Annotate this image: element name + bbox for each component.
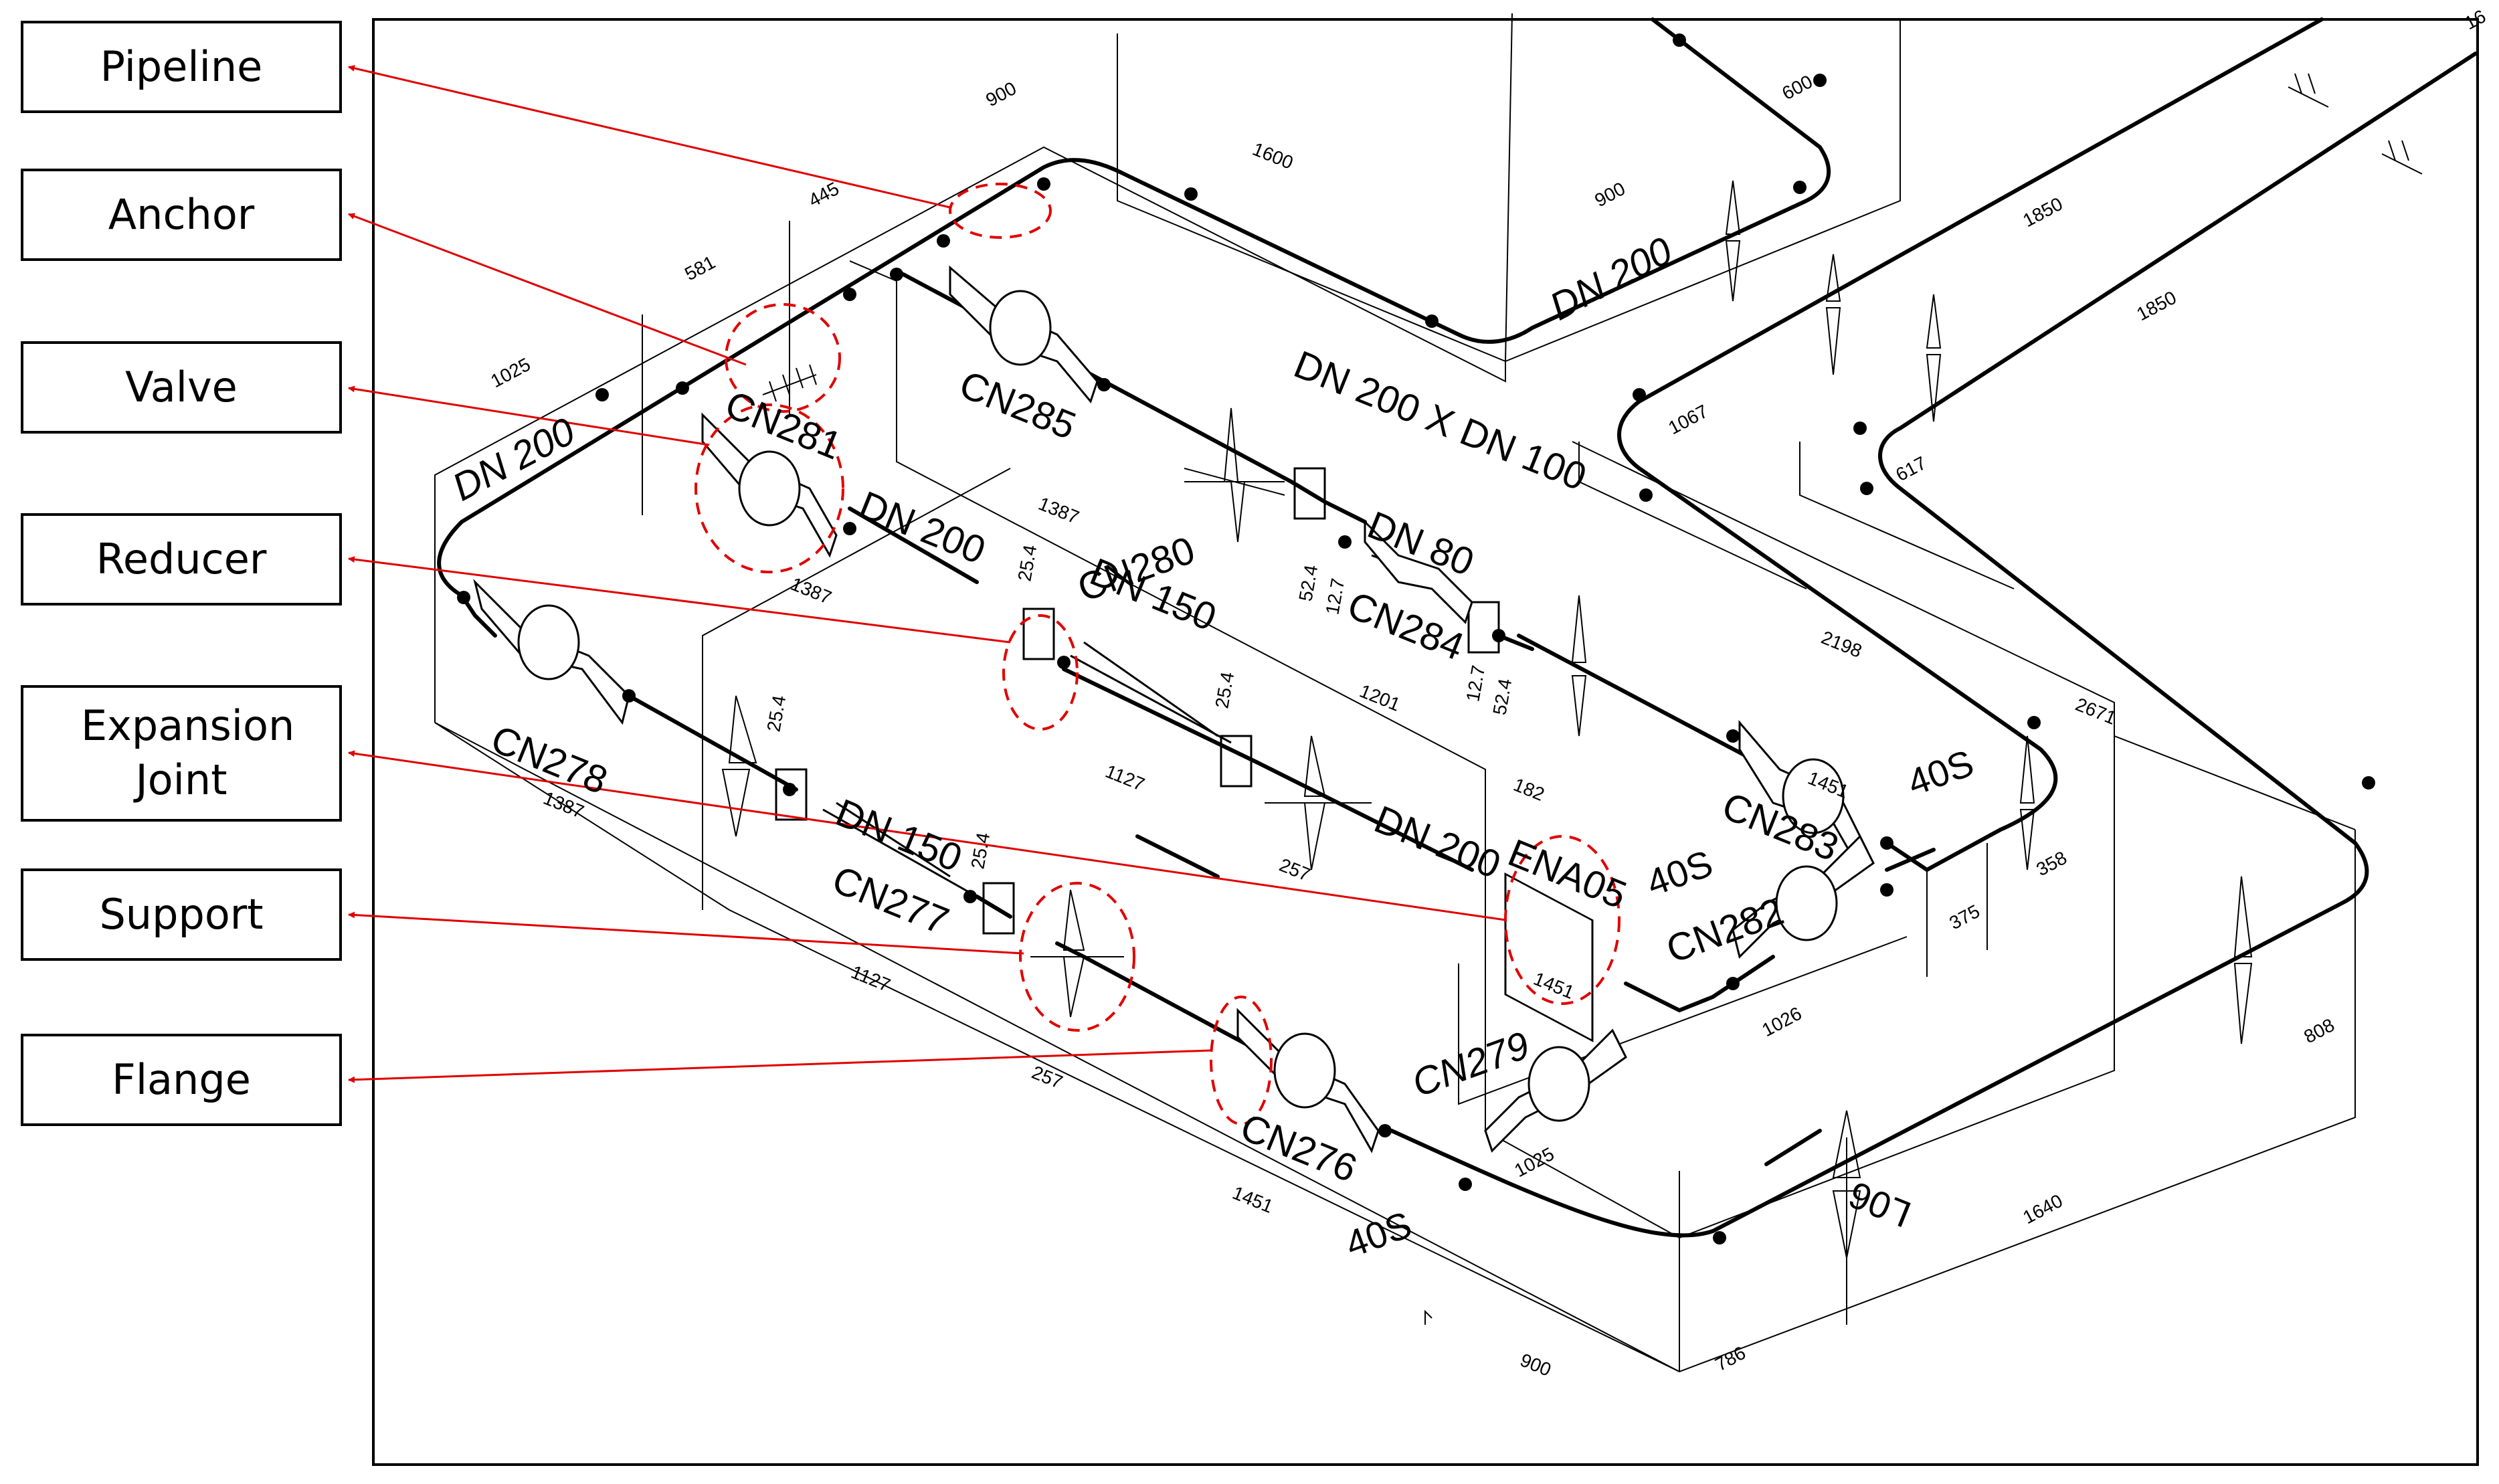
- dim: 1201: [1357, 680, 1403, 715]
- pipe-size-labels: DN 200 DN 200 DN 200 DN 200 DN 150 DN 15…: [446, 229, 1679, 887]
- dim: 25.4: [763, 694, 790, 733]
- dim: 900: [1591, 178, 1629, 211]
- dim: 445: [805, 178, 842, 211]
- label-dn200: DN 200: [1543, 229, 1679, 329]
- legend-flange: Flange: [21, 1034, 342, 1126]
- valve-cn278: [473, 579, 630, 725]
- legend-valve: Valve: [21, 341, 342, 434]
- valve-cn282: [1732, 834, 1875, 959]
- dim: 2671: [2073, 694, 2119, 729]
- tag-cn279: CN279: [1406, 1023, 1535, 1105]
- label-schedule: 40S: [1902, 741, 1979, 804]
- dim: 1387: [1036, 493, 1082, 528]
- dim: 900: [1517, 1350, 1554, 1380]
- dim: 52.4: [1489, 677, 1515, 717]
- highlight-pipeline: [949, 183, 1052, 239]
- dim: 581: [681, 252, 719, 284]
- pipe-nodes: [457, 33, 2375, 1244]
- dim: 25.4: [1014, 543, 1040, 583]
- valve-cn285: [949, 265, 1099, 404]
- legend-support: Support: [21, 868, 342, 961]
- legend-label: Reducer: [96, 534, 267, 583]
- dim: 1451: [1230, 1182, 1276, 1217]
- label-dn200x100: DN 200 X DN 100: [1288, 343, 1592, 499]
- callout-arrows: [348, 65, 1506, 1083]
- legend-label: Expansion Joint: [81, 701, 295, 804]
- dim: 1387: [788, 573, 834, 608]
- component-tags: CN278 CN281 CN285 CN280 CN284 CN277 CN28…: [485, 363, 1845, 1191]
- highlight-reducer: [1002, 614, 1079, 731]
- dim: 600: [1778, 71, 1816, 104]
- dim: 1026: [1758, 1003, 1805, 1041]
- legend-expansion-joint: Expansion Joint: [21, 685, 342, 822]
- dim: 16: [2461, 5, 2489, 33]
- dim: 257: [1277, 854, 1313, 885]
- drawing-frame: [372, 18, 2479, 1466]
- dim: 1600: [1250, 138, 1296, 173]
- dim: 1025: [487, 354, 534, 392]
- supports: [721, 180, 2253, 1259]
- valve-cn279: [1484, 1028, 1627, 1153]
- highlight-flange: [1210, 996, 1273, 1125]
- valves: [473, 265, 1875, 1153]
- label-dn200: DN 200: [853, 483, 992, 573]
- highlight-anchor: [725, 303, 841, 413]
- dim: 1127: [1103, 761, 1147, 795]
- dim: 1850: [2133, 287, 2180, 325]
- label-schedule: 40S: [1641, 842, 1718, 904]
- dim: 1850: [2019, 193, 2066, 231]
- legend-pipeline: Pipeline: [21, 21, 342, 113]
- label-line: L06: [1843, 1174, 1916, 1236]
- dim: 25.4: [1211, 670, 1238, 710]
- dim: 1640: [2019, 1190, 2066, 1228]
- legend-label: Valve: [125, 362, 238, 411]
- dim: 1127: [848, 961, 893, 996]
- dim: 52.4: [1295, 563, 1321, 603]
- legend-label: Anchor: [108, 189, 255, 239]
- highlight-valve: [695, 403, 844, 573]
- dim: 358: [2033, 847, 2070, 880]
- dim: 900: [982, 78, 1020, 110]
- legend-label: Support: [99, 889, 264, 939]
- tag-cn276: CN276: [1234, 1105, 1363, 1191]
- highlight-support: [1019, 882, 1135, 1032]
- valve-cn281: [701, 412, 838, 558]
- valve-cn283: [1738, 719, 1868, 872]
- callout-highlights: [695, 183, 1621, 1125]
- valve-cn284: [1364, 519, 1473, 624]
- legend-label: Pipeline: [100, 41, 263, 91]
- dim: 12.7: [1321, 577, 1348, 616]
- dim: 25.4: [967, 831, 994, 870]
- dim: 2198: [1819, 627, 1865, 662]
- dim: 12.7: [1462, 664, 1489, 703]
- valve-cn276: [1236, 1008, 1380, 1153]
- dimension-lines: [434, 13, 2356, 1373]
- anchors: [762, 73, 2423, 402]
- dim: 617: [1892, 452, 1930, 485]
- legend-label: Flange: [112, 1054, 251, 1104]
- dim: 257: [1029, 1062, 1066, 1093]
- legend-reducer: Reducer: [21, 513, 342, 606]
- tag-cn285: CN285: [953, 363, 1082, 448]
- legend-anchor: Anchor: [21, 169, 342, 261]
- dim: 182: [1511, 774, 1548, 805]
- dim: 1067: [1665, 401, 1711, 439]
- dim: 375: [1946, 901, 1983, 933]
- dim: 808: [2300, 1014, 2338, 1047]
